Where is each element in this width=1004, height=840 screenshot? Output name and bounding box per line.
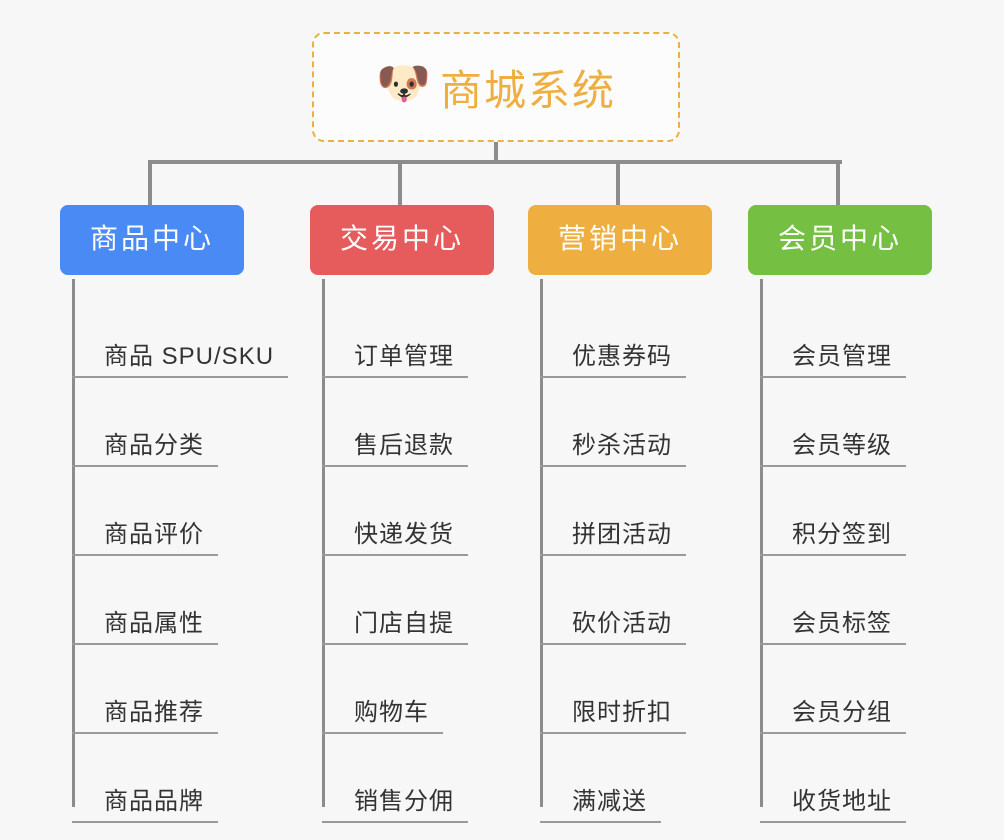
leaf-label: 满减送 <box>540 788 661 823</box>
connector-horizontal-bus <box>148 160 842 164</box>
leaf-label: 商品推荐 <box>72 699 218 734</box>
list-item[interactable]: 快递发货 <box>322 467 540 556</box>
leaf-label: 销售分佣 <box>322 788 468 823</box>
list-item[interactable]: 订单管理 <box>322 289 540 378</box>
list-item[interactable]: 满减送 <box>540 734 758 823</box>
branch-spine-product-center <box>72 279 75 807</box>
leaf-label: 商品 SPU/SKU <box>72 343 289 378</box>
leaf-label: 商品属性 <box>72 610 218 645</box>
leaf-label: 收货地址 <box>760 788 906 823</box>
leaf-label: 商品评价 <box>72 521 218 556</box>
list-item[interactable]: 商品推荐 <box>72 645 315 734</box>
list-item[interactable]: 收货地址 <box>760 734 978 823</box>
leaf-label: 优惠券码 <box>540 343 686 378</box>
branch-spine-trade-center <box>322 279 325 807</box>
leaf-label: 商品分类 <box>72 432 218 467</box>
list-item[interactable]: 会员标签 <box>760 556 978 645</box>
leaf-label: 门店自提 <box>322 610 468 645</box>
leaf-label: 限时折扣 <box>540 699 686 734</box>
list-item[interactable]: 商品属性 <box>72 556 315 645</box>
root-node[interactable]: 🐶 商城系统 <box>312 32 680 142</box>
list-item[interactable]: 优惠券码 <box>540 289 758 378</box>
root-title: 商城系统 <box>439 66 616 114</box>
leaf-label: 秒杀活动 <box>540 432 686 467</box>
leaf-label: 会员等级 <box>760 432 906 467</box>
list-item[interactable]: 限时折扣 <box>540 645 758 734</box>
list-item[interactable]: 拼团活动 <box>540 467 758 556</box>
branch-spine-marketing-center <box>540 279 543 807</box>
branch-marketing-center: 营销中心 优惠券码 秒杀活动 拼团活动 砍价活动 限时折扣 满减送 <box>528 205 758 823</box>
list-item[interactable]: 会员管理 <box>760 289 978 378</box>
leaf-label: 快递发货 <box>322 521 468 556</box>
list-item[interactable]: 商品 SPU/SKU <box>72 289 315 378</box>
branch-member-center: 会员中心 会员管理 会员等级 积分签到 会员标签 会员分组 收货地址 <box>748 205 978 823</box>
leaf-label: 售后退款 <box>322 432 468 467</box>
connector-drop-product-center <box>148 160 152 208</box>
list-item[interactable]: 购物车 <box>322 645 540 734</box>
connector-root-stem <box>494 142 498 164</box>
branch-spine-member-center <box>760 279 763 807</box>
list-item[interactable]: 商品品牌 <box>72 734 315 823</box>
leaf-label: 购物车 <box>322 699 443 734</box>
leaf-list-product-center: 商品 SPU/SKU 商品分类 商品评价 商品属性 商品推荐 商品品牌 <box>72 289 315 823</box>
list-item[interactable]: 会员等级 <box>760 378 978 467</box>
branch-product-center: 商品中心 商品 SPU/SKU 商品分类 商品评价 商品属性 商品推荐 商品品牌 <box>60 205 315 823</box>
leaf-label: 拼团活动 <box>540 521 686 556</box>
leaf-list-member-center: 会员管理 会员等级 积分签到 会员标签 会员分组 收货地址 <box>760 289 978 823</box>
dog-face-icon: 🐶 <box>375 59 431 108</box>
connector-drop-member-center <box>836 160 840 208</box>
leaf-label: 砍价活动 <box>540 610 686 645</box>
list-item[interactable]: 商品评价 <box>72 467 315 556</box>
list-item[interactable]: 销售分佣 <box>322 734 540 823</box>
leaf-list-marketing-center: 优惠券码 秒杀活动 拼团活动 砍价活动 限时折扣 满减送 <box>540 289 758 823</box>
list-item[interactable]: 门店自提 <box>322 556 540 645</box>
leaf-label: 会员标签 <box>760 610 906 645</box>
list-item[interactable]: 售后退款 <box>322 378 540 467</box>
list-item[interactable]: 会员分组 <box>760 645 978 734</box>
connector-drop-trade-center <box>398 160 402 208</box>
category-header-member-center[interactable]: 会员中心 <box>748 205 933 275</box>
leaf-label: 会员管理 <box>760 343 906 378</box>
leaf-label: 会员分组 <box>760 699 906 734</box>
branch-trade-center: 交易中心 订单管理 售后退款 快递发货 门店自提 购物车 销售分佣 <box>310 205 540 823</box>
leaf-label: 商品品牌 <box>72 788 218 823</box>
category-header-product-center[interactable]: 商品中心 <box>60 205 245 275</box>
leaf-list-trade-center: 订单管理 售后退款 快递发货 门店自提 购物车 销售分佣 <box>322 289 540 823</box>
leaf-label: 订单管理 <box>322 343 468 378</box>
leaf-label: 积分签到 <box>760 521 906 556</box>
category-header-trade-center[interactable]: 交易中心 <box>310 205 495 275</box>
list-item[interactable]: 商品分类 <box>72 378 315 467</box>
category-header-marketing-center[interactable]: 营销中心 <box>528 205 713 275</box>
list-item[interactable]: 砍价活动 <box>540 556 758 645</box>
list-item[interactable]: 积分签到 <box>760 467 978 556</box>
connector-drop-marketing-center <box>616 160 620 208</box>
list-item[interactable]: 秒杀活动 <box>540 378 758 467</box>
